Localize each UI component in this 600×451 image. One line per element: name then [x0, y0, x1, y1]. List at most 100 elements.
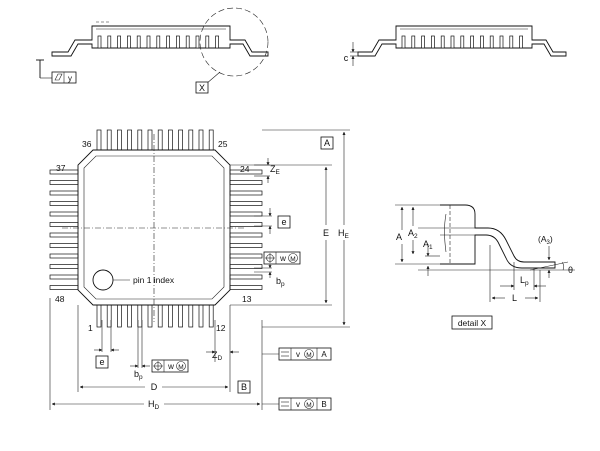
lead-right [229, 190, 263, 196]
pitch-box-right [277, 215, 291, 229]
side-lead [205, 35, 210, 49]
side-lead [185, 35, 190, 49]
lead-left [49, 264, 79, 269]
side-lead [156, 35, 161, 49]
lead-left [49, 211, 79, 217]
tolerance-frame-vB: v M B [278, 397, 332, 411]
lead-left [49, 243, 79, 248]
lead-left [49, 180, 79, 185]
dim-H-E: HE [338, 228, 350, 240]
dim-bp-bottom: bp [134, 369, 143, 381]
tolerance-frame-vA: v M A [278, 347, 332, 361]
side-lead [460, 35, 465, 49]
side-lead [127, 35, 131, 49]
lead-right [229, 243, 263, 248]
svg-text:M: M [306, 352, 311, 359]
lead-top [178, 129, 183, 151]
lead-right [229, 211, 263, 217]
dim-e-bottom: e [99, 357, 104, 367]
side-lead [489, 35, 494, 49]
pin-number-25: 25 [218, 139, 228, 149]
detail-reference-box [195, 81, 209, 94]
lead-bottom [168, 304, 173, 328]
dim-Z-D: ZD [212, 350, 223, 362]
svg-text:A: A [321, 350, 327, 359]
datum-a: A [324, 138, 330, 148]
side-view-right: c [344, 25, 567, 66]
lead-left [49, 253, 79, 259]
side-view-left: X y [36, 7, 269, 94]
dim-A2: A2 [408, 228, 418, 240]
pin-1-index-label: pin 1 index [133, 275, 175, 285]
lead-top [137, 129, 143, 151]
svg-text:w: w [279, 254, 286, 263]
lead-top [208, 129, 214, 151]
dim-c: c [344, 53, 349, 63]
dim-bp-right: bp [276, 276, 285, 288]
dim-Lp: Lp [520, 275, 529, 287]
lead-top [157, 129, 163, 151]
dim-A3: (A3) [538, 234, 553, 246]
lead-left [49, 190, 79, 196]
side-lead [499, 35, 504, 49]
dim-E: E [323, 228, 329, 238]
side-lead [440, 35, 445, 49]
detail-reference-label: X [199, 83, 205, 93]
dim-L: L [512, 293, 517, 303]
lead-top [106, 129, 112, 151]
side-lead [166, 35, 170, 49]
svg-text:M: M [178, 364, 183, 371]
svg-text:M: M [290, 256, 295, 263]
side-lead [107, 35, 112, 49]
side-lead [176, 35, 180, 49]
side-lead [480, 35, 484, 49]
lead-bottom [127, 304, 132, 328]
lead-left [49, 285, 79, 290]
side-lead [195, 35, 200, 49]
lead-bottom [147, 304, 153, 328]
side-lead [421, 35, 425, 49]
side-lead [401, 35, 406, 49]
side-lead [470, 35, 474, 49]
lead-left [49, 274, 79, 280]
lead-top [127, 129, 132, 151]
lead-top [96, 129, 102, 151]
lead-left [49, 222, 79, 227]
side-lead [136, 35, 141, 49]
lead-bottom [178, 304, 183, 328]
side-lead [146, 35, 151, 49]
lead-right [229, 180, 263, 185]
lead-right [229, 274, 263, 280]
side-lead [509, 35, 514, 49]
pin-number-13: 13 [242, 294, 252, 304]
dim-e-right: e [281, 217, 286, 227]
pin-1-index-circle [92, 269, 114, 291]
lead-bottom [117, 304, 122, 328]
position-tolerance-frame-bottom: w M [151, 359, 189, 373]
svg-text:v: v [296, 400, 300, 409]
lead-left [49, 232, 79, 238]
datum-b: B [241, 382, 247, 392]
detail-caption: detail X [458, 318, 487, 328]
lead-top [168, 129, 173, 151]
lead-top [188, 129, 194, 151]
lead-bottom [198, 304, 204, 328]
svg-text:B: B [321, 400, 326, 409]
lead-right [229, 253, 263, 259]
side-lead [117, 35, 121, 49]
lead-right [229, 285, 263, 290]
pin-number-12: 12 [216, 323, 226, 333]
datum-b-box [237, 380, 251, 394]
side-lead [97, 35, 102, 49]
lead-left [49, 201, 79, 206]
lead-bottom [208, 304, 214, 328]
side-lead [215, 35, 219, 49]
pin-number-1: 1 [88, 323, 93, 333]
dim-A1: A1 [423, 239, 433, 251]
lead-bottom [157, 304, 163, 328]
pitch-box-bottom [95, 355, 109, 369]
dim-D: D [151, 382, 158, 392]
position-tolerance-frame-right: w M [263, 251, 301, 265]
detail-caption-box [451, 315, 493, 330]
